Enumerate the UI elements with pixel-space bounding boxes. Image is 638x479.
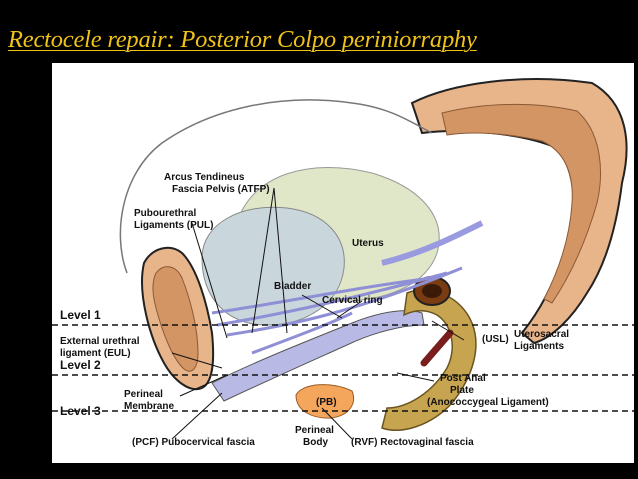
eul-label-line2: ligament (EUL) — [60, 348, 131, 359]
bladder-label: Bladder — [274, 281, 311, 292]
atfp-label-line1: Arcus Tendineus — [164, 172, 245, 183]
perineal-body — [295, 384, 355, 419]
perineal-body-line2: Body — [303, 437, 328, 448]
rectal-lumen-inner — [422, 284, 442, 298]
sacrum-bone — [410, 78, 628, 345]
bladder-shape — [201, 206, 345, 326]
rvf-label: (RVF) Rectovaginal fascia — [351, 437, 474, 448]
level-1-label: Level 1 — [60, 308, 101, 322]
level-3-label: Level 3 — [60, 404, 101, 418]
vaginal-canal — [211, 310, 425, 402]
ligament-strands — [211, 266, 463, 355]
usl-label-line2: Ligaments — [514, 341, 564, 352]
uterosacral-ligament — [381, 220, 484, 266]
post-anal-line3: (Anococcygeal Ligament) — [427, 397, 549, 408]
usl-label-line1: Uterosacral — [514, 329, 569, 340]
perineal-membrane-line1: Perineal — [124, 389, 163, 400]
leader-lines — [171, 187, 465, 440]
atfp-label-line2: Fascia Pelvis (ATFP) — [172, 184, 270, 195]
usl-abbr-label: (USL) — [482, 334, 509, 345]
post-anal-line1: Post Anal — [440, 373, 486, 384]
pelvic-anatomy-figure: Level 1 Level 2 Level 3 Arcus Tendineus … — [52, 63, 634, 463]
cervical-ring-label: Cervical ring — [322, 295, 383, 306]
eul-label-line1: External urethral — [60, 336, 140, 347]
pb-label: (PB) — [316, 397, 337, 408]
perineal-membrane-line2: Membrane — [124, 401, 174, 412]
pcf-label: (PCF) Pubocervical fascia — [132, 437, 255, 448]
pubic-bone — [141, 246, 215, 391]
pelvic-diagram: Level 1 Level 2 Level 3 Arcus Tendineus … — [52, 78, 634, 448]
anococcygeal-ligament — [420, 329, 454, 367]
slide-title: Rectocele repair: Posterior Colpo perini… — [8, 26, 477, 53]
level-lines — [52, 324, 634, 412]
pul-label-line2: Ligaments (PUL) — [134, 220, 213, 231]
level-2-label: Level 2 — [60, 358, 101, 372]
post-anal-line2: Plate — [450, 385, 474, 396]
perineal-body-line1: Perineal — [295, 425, 334, 436]
pelvic-outline — [119, 99, 433, 274]
uterus-label: Uterus — [352, 238, 384, 249]
pul-label-line1: Pubourethral — [134, 208, 196, 219]
